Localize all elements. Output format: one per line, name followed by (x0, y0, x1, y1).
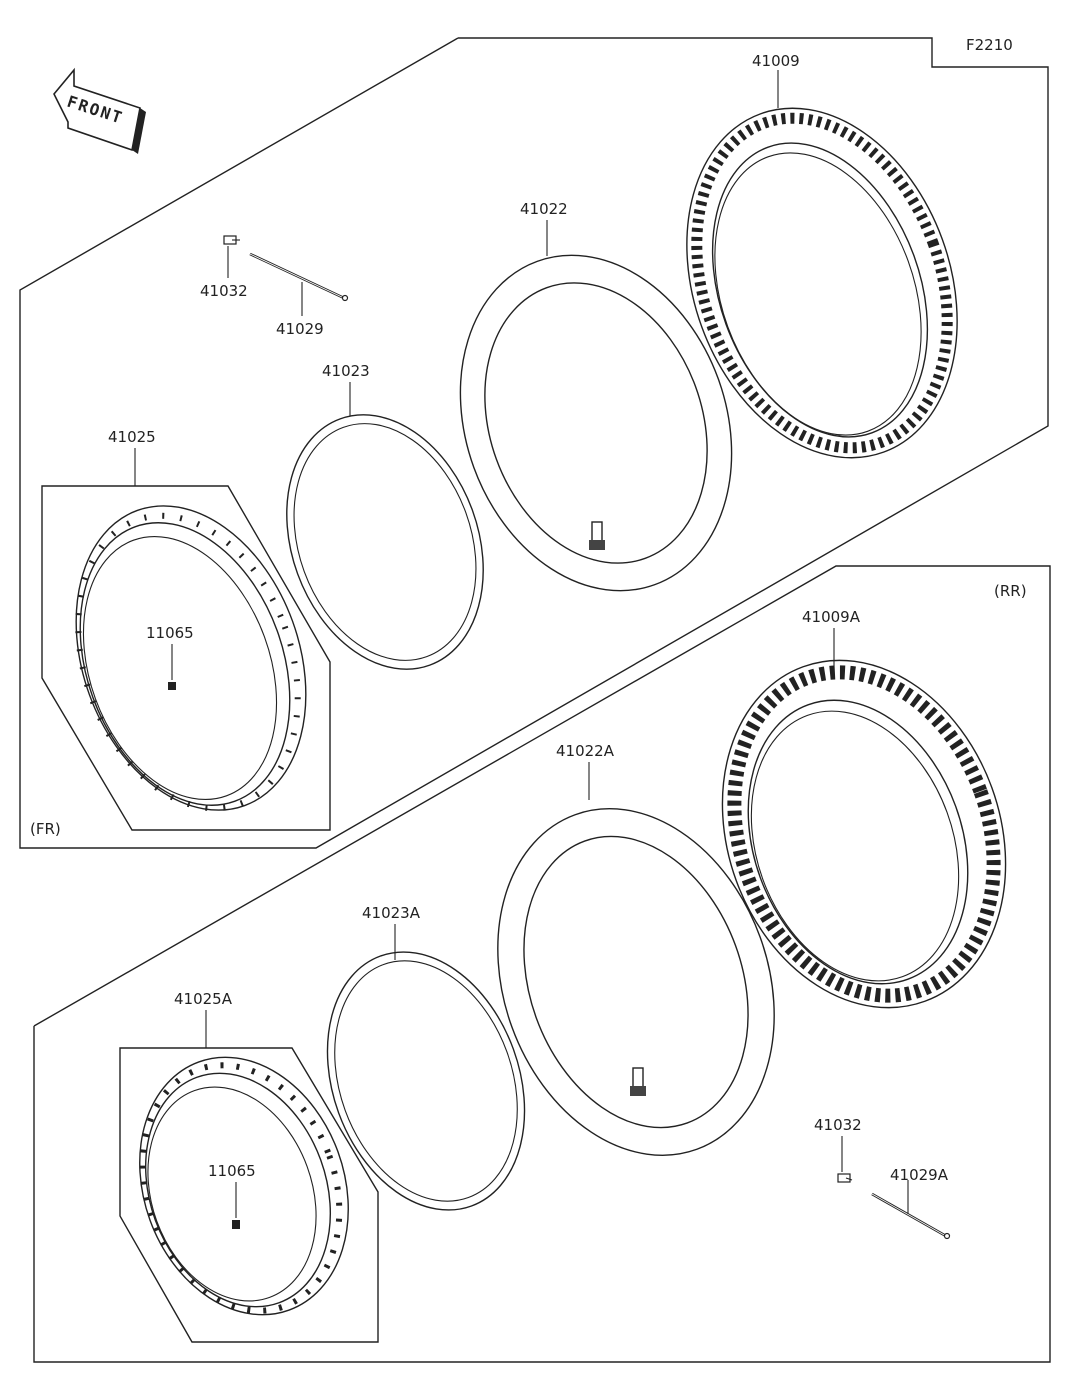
rear-rim-box (119, 1047, 379, 1343)
front-section-tag: (FR) (30, 820, 61, 838)
front-nipple-icon (223, 235, 240, 245)
front-rim-box (41, 485, 331, 831)
front-arrow-icon: FRONT (53, 67, 146, 154)
label-tire-rear: 41009A (802, 608, 861, 626)
front-rim (75, 505, 307, 812)
label-nipple-rear: 41032 (814, 1116, 862, 1134)
rear-nipple-icon (837, 1173, 853, 1183)
front-spoke-icon (249, 252, 349, 302)
label-rim-front: 41025 (108, 428, 156, 446)
front-tire (686, 107, 958, 459)
front-rim-band (286, 414, 484, 670)
label-tube-front: 41022 (520, 200, 568, 218)
front-section-frame (19, 37, 1049, 849)
front-valve-nut-icon (168, 682, 176, 690)
rear-rim (139, 1056, 349, 1316)
rear-valve-nut-icon (232, 1220, 240, 1229)
label-band-front: 41023 (322, 362, 370, 380)
label-tire-front: 41009 (752, 52, 800, 70)
rear-section-tag: (RR) (994, 582, 1027, 600)
rear-section-frame (33, 565, 1051, 1363)
label-band-rear: 41023A (362, 904, 421, 922)
label-nipple-front: 41032 (200, 282, 248, 300)
label-valve-nut-front: 11065 (146, 624, 194, 642)
label-spoke-front: 41029 (276, 320, 324, 338)
rear-spoke-icon (871, 1192, 951, 1240)
figure-code: F2210 (966, 36, 1013, 54)
label-spoke-rear: 41029A (890, 1166, 949, 1184)
front-tube (459, 254, 733, 592)
rear-tire (721, 659, 1007, 1009)
label-rim-rear: 41025A (174, 990, 233, 1008)
label-tube-rear: 41022A (556, 742, 615, 760)
label-valve-nut-rear: 11065 (208, 1162, 256, 1180)
rear-rim-band (326, 951, 526, 1211)
rear-tube (497, 808, 775, 1156)
